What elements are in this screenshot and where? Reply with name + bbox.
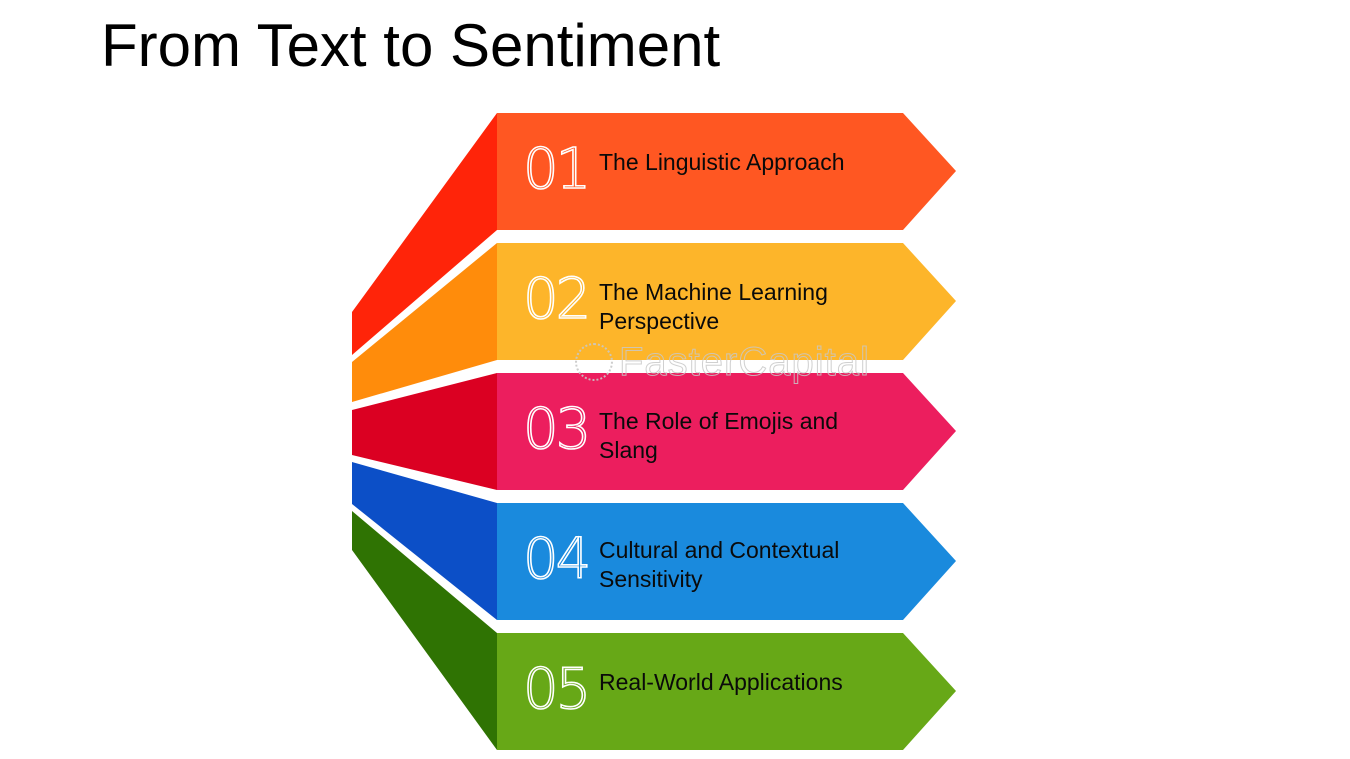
step-2-side-panel [352, 243, 497, 402]
step-2-label: The Machine Learning Perspective [599, 279, 828, 334]
step-4-arrow [497, 503, 956, 620]
step-1-side-panel [352, 113, 497, 355]
step-3-number: 03 [522, 397, 592, 462]
step-1-label: The Linguistic Approach [599, 149, 845, 175]
step-4-label: Cultural and Contextual Sensitivity [599, 537, 840, 592]
step-5-side-panel [352, 511, 497, 750]
step-1-arrow [497, 113, 956, 230]
step-5-label: Real-World Applications [599, 669, 843, 695]
step-2-number: 02 [522, 267, 592, 332]
step-3-arrow [497, 373, 956, 490]
step-1-number: 01 [522, 137, 592, 202]
step-3-side-panel [352, 373, 497, 490]
step-4-side-panel [352, 462, 497, 620]
slide-title: From Text to Sentiment [101, 12, 721, 79]
step-3-label: The Role of Emojis and Slang [599, 408, 839, 463]
step-4-number: 04 [522, 527, 592, 592]
step-2-arrow [497, 243, 956, 360]
step-5-number: 05 [522, 657, 592, 722]
step-5-arrow [497, 633, 956, 750]
